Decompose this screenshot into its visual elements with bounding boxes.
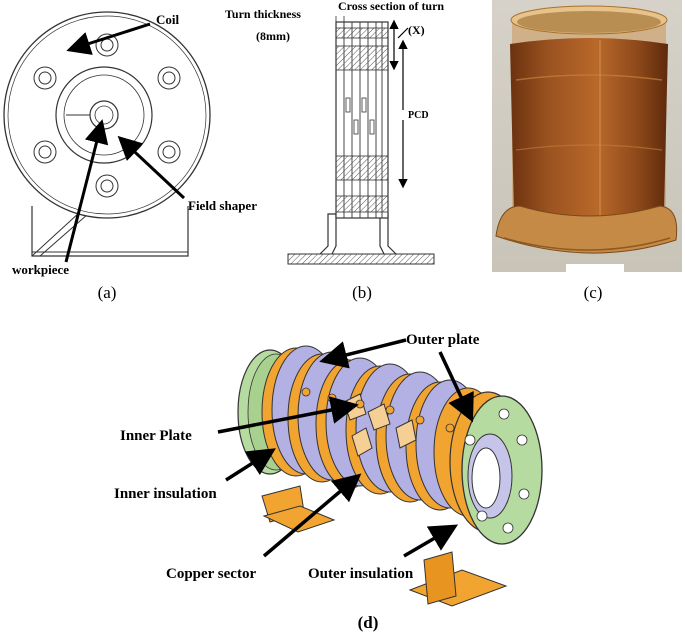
arrow-outer-plate-left xyxy=(319,338,407,369)
label-coil: Coil xyxy=(156,12,180,27)
arrow-inner-plate xyxy=(217,396,359,434)
label-outer-insulation: Outer insulation xyxy=(308,566,414,582)
panel-b-drawing xyxy=(287,16,435,265)
label-workpiece: workpiece xyxy=(12,262,69,277)
label-inner-insulation: Inner insulation xyxy=(114,486,217,502)
caption-d: (d) xyxy=(358,613,379,632)
label-x: (X) xyxy=(408,23,425,37)
label-outer-plate: Outer plate xyxy=(406,332,480,348)
coil-photo xyxy=(492,0,682,274)
workpiece-bore xyxy=(89,100,119,130)
caption-b: (b) xyxy=(352,283,372,302)
arrow-coil xyxy=(66,22,151,55)
label-field-shaper: Field shaper xyxy=(188,198,257,213)
arrow-copper-sector xyxy=(262,473,362,558)
label-pcd: PCD xyxy=(408,110,429,121)
caption-a: (a) xyxy=(98,283,117,302)
label-turn-thickness: Turn thickness xyxy=(225,7,301,21)
coil-stand xyxy=(31,206,189,257)
arrow-outer-insulation xyxy=(403,524,459,558)
support-bracket xyxy=(261,485,508,607)
arrow-inner-insulation xyxy=(225,448,276,482)
arrow-outer-plate-right xyxy=(438,351,474,423)
label-turn-thickness-value: (8mm) xyxy=(256,29,290,43)
panel-a-drawing xyxy=(3,11,211,257)
label-copper-sector: Copper sector xyxy=(166,566,256,582)
label-cross-section: Cross section of turn xyxy=(338,0,444,13)
arrow-field-shaper xyxy=(117,135,186,200)
label-inner-plate: Inner Plate xyxy=(120,428,192,444)
arrow-workpiece xyxy=(64,119,109,263)
caption-c: (c) xyxy=(584,283,603,302)
bolt-holes xyxy=(33,33,181,198)
